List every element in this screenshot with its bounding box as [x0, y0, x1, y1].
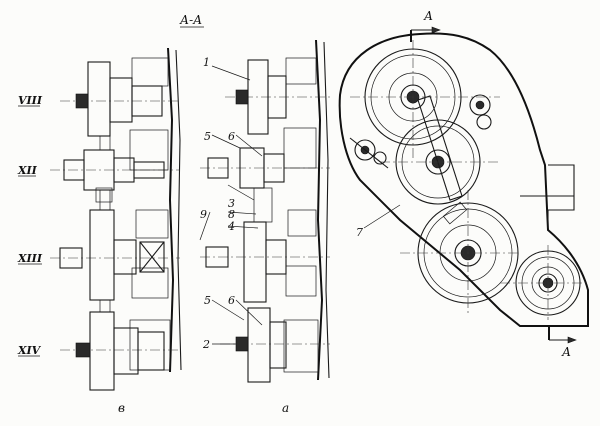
- axis-label-viii: VIII: [18, 94, 43, 107]
- middle-leader-lines: [199, 65, 263, 345]
- middle-view: [199, 39, 330, 383]
- left-view: [50, 47, 182, 391]
- axis-label-xii: XII: [17, 164, 38, 177]
- callout-9: 9: [200, 208, 207, 221]
- left-shaft-xiv: [60, 311, 180, 391]
- left-housing-wall: [167, 47, 175, 373]
- callout-2: 2: [202, 338, 210, 351]
- left-shaft-xiii: [50, 209, 180, 301]
- callout-3: 3: [228, 197, 235, 210]
- section-mark-top: А: [423, 9, 433, 23]
- callout-6-bottom: 6: [228, 294, 235, 307]
- middle-shaft-xiv: [220, 307, 330, 383]
- axis-label-xiii: XIII: [17, 252, 43, 265]
- idler-pins: [349, 94, 492, 169]
- middle-shaft-xii: [200, 147, 330, 223]
- linkage-plate: [417, 95, 463, 201]
- callout-5-bottom: 5: [204, 294, 211, 307]
- subfigure-label-middle: а: [282, 401, 289, 415]
- middle-housing-wall: [315, 39, 324, 381]
- right-housing-outline: [338, 32, 589, 327]
- section-cut-markers: [410, 26, 577, 344]
- callout-1: 1: [203, 56, 210, 69]
- callout-8: 8: [228, 208, 235, 221]
- callout-6-top: 6: [228, 130, 235, 143]
- callout-4: 4: [227, 220, 235, 233]
- left-shaft-xii: [50, 149, 180, 203]
- section-title: А-А: [179, 13, 202, 27]
- section-mark-bottom: А: [561, 345, 571, 359]
- middle-shaft-xiii: [200, 221, 330, 303]
- right-view: [338, 26, 590, 344]
- leader-7: [363, 204, 401, 229]
- subfigure-label-left: в: [118, 401, 125, 415]
- left-shaft-viii: [60, 61, 180, 137]
- callout-7: 7: [356, 226, 363, 239]
- middle-shaft-viii: [225, 59, 330, 135]
- callout-5-top: 5: [204, 130, 211, 143]
- axis-label-xiv: XIV: [17, 344, 42, 357]
